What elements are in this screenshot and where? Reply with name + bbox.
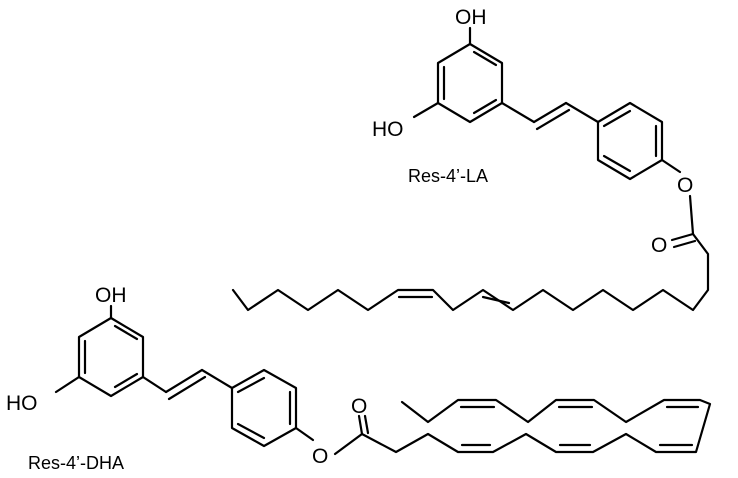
oh-bond: [54, 375, 81, 394]
compound-name: Res-4’-LA: [408, 166, 488, 186]
vinyl-bond: [200, 368, 234, 390]
ring-inner-bond: [472, 50, 498, 67]
ring-inner-bond: [602, 154, 632, 173]
carbonyl-oxygen-label: O: [351, 395, 367, 418]
res-4-dha-structure: OH HO O O Res-4’-DHA: [6, 284, 712, 473]
oh-top-label: OH: [455, 6, 487, 29]
ester-bond: [660, 158, 682, 174]
ester-oxygen-label: O: [312, 445, 328, 468]
dha-chain: [360, 398, 712, 454]
carbonyl-bond: [363, 414, 370, 435]
carbonyl-bond: [672, 239, 697, 249]
carbonyl-bond: [357, 414, 364, 436]
vinyl-double-bond: [164, 368, 204, 394]
oh-left-label: HO: [372, 118, 404, 141]
ring-inner-bond: [113, 372, 139, 389]
oh-bond: [412, 101, 440, 119]
phenyl-ring: [596, 101, 664, 181]
vinyl-double-bond: [532, 101, 568, 124]
res-4-la-structure: OH HO O O Res-4’-LA: [231, 6, 710, 312]
ring-inner-bond: [602, 109, 632, 128]
carbonyl-oxygen-label: O: [651, 234, 667, 257]
ester-oxygen-label: O: [677, 174, 693, 197]
ester-bond: [333, 432, 364, 456]
ring-inner-bond: [472, 98, 498, 115]
vinyl-bond: [564, 101, 600, 124]
phenyl-ring: [230, 368, 298, 448]
ring-inner-bond: [236, 376, 266, 394]
linoleic-chain: [231, 232, 710, 312]
ester-bond: [294, 426, 315, 442]
compound-name: Res-4’-DHA: [28, 453, 124, 473]
ring-inner-bond: [113, 324, 139, 341]
cis-double-bond: [481, 295, 511, 305]
resorcinol-ring: [436, 42, 504, 124]
ring-inner-bond: [236, 422, 266, 440]
vinyl-bond: [500, 101, 536, 124]
carbonyl-bond: [670, 232, 695, 242]
ester-bond: [688, 194, 695, 236]
vinyl-bond: [141, 375, 168, 394]
oh-top-label: OH: [95, 284, 127, 307]
vinyl-double-bond: [167, 375, 207, 401]
resorcinol-ring: [77, 316, 145, 398]
oh-left-label: HO: [6, 392, 38, 415]
vinyl-double-bond: [535, 108, 571, 131]
